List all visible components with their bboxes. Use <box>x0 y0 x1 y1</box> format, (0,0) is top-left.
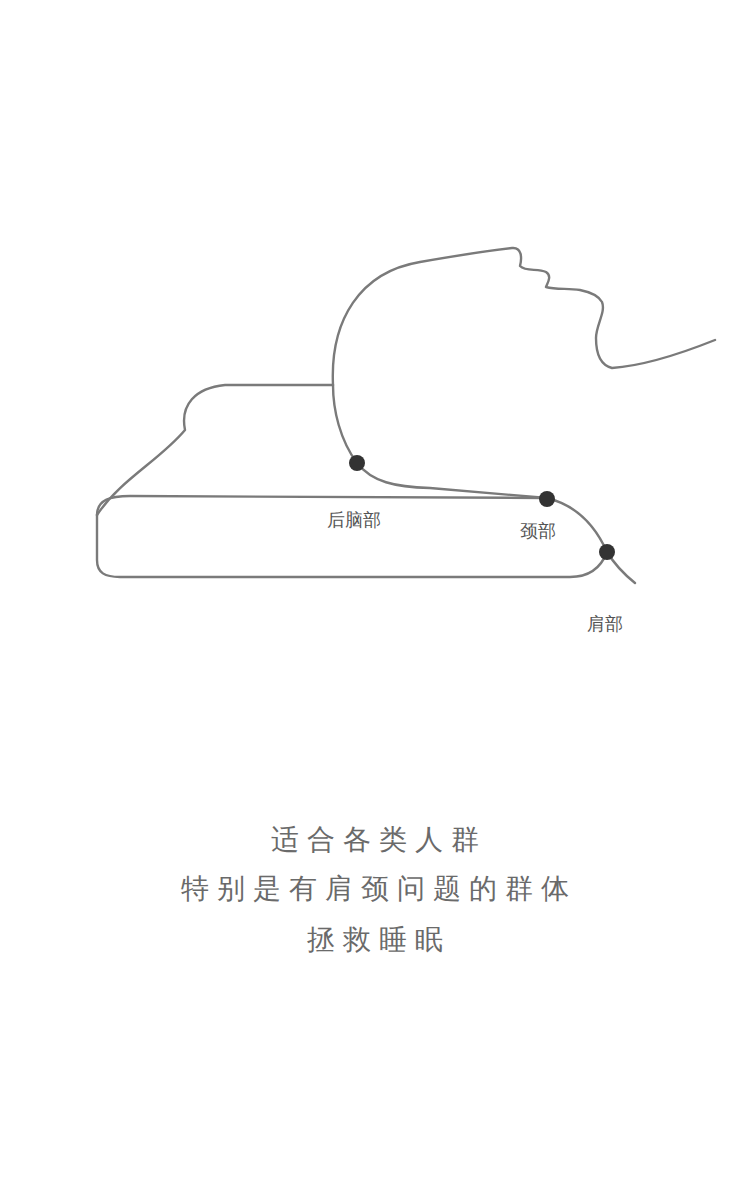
contact-dot <box>349 455 365 471</box>
caption-line: 适合各类人群 <box>271 821 487 859</box>
caption-line: 拯救睡眠 <box>307 921 451 959</box>
contact-dot <box>599 544 615 560</box>
part-label: 后脑部 <box>327 508 381 532</box>
caption-line: 特别是有肩颈问题的群体 <box>181 870 577 908</box>
part-label: 颈部 <box>520 519 556 543</box>
part-label: 肩部 <box>587 612 623 636</box>
contact-dot <box>539 491 555 507</box>
